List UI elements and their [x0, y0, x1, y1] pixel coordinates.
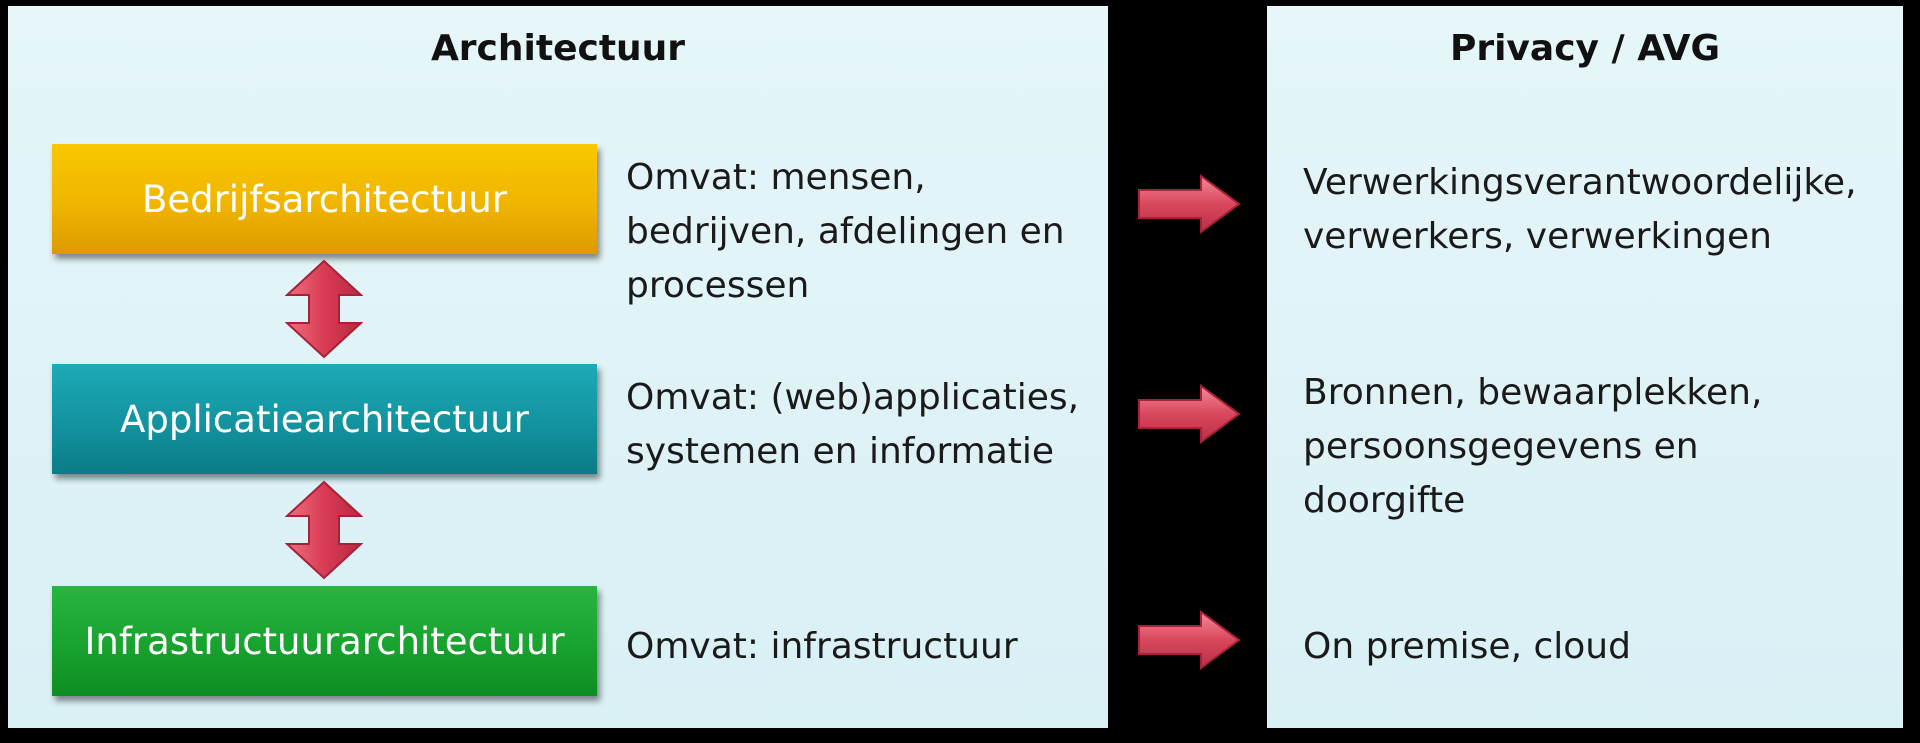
privacy-panel: Privacy / AVG Verwerkingsverantwoordelij…: [1267, 6, 1903, 728]
description-line: Omvat: mensen,: [626, 157, 926, 198]
double-arrow-icon: [285, 259, 363, 359]
description-infra: Omvat: infrastructuur: [626, 620, 1106, 674]
architecture-panel: Architectuur Bedrijfsarchitectuur Applic…: [8, 6, 1108, 728]
description-bedrijf: Omvat: mensen, bedrijven, afdelingen en …: [626, 151, 1106, 313]
privacy-line: Bronnen, bewaarplekken,: [1303, 372, 1763, 413]
architecture-title: Architectuur: [430, 28, 686, 69]
description-line: Omvat: (web)applicaties,: [626, 377, 1080, 418]
privacy-line: doorgifte: [1303, 480, 1466, 521]
double-arrow-icon: [285, 480, 363, 580]
description-line: bedrijven, afdelingen en: [626, 211, 1065, 252]
description-line: systemen en informatie: [626, 431, 1055, 472]
right-arrow-icon: [1138, 174, 1241, 234]
privacy-line: Verwerkingsverantwoordelijke,: [1303, 162, 1857, 203]
layer-infrastructuurarchitectuur: Infrastructuurarchitectuur: [52, 586, 597, 696]
privacy-item-infra: On premise, cloud: [1303, 620, 1898, 674]
privacy-title: Privacy / AVG: [1449, 28, 1721, 69]
privacy-item-bedrijf: Verwerkingsverantwoordelijke, verwerkers…: [1303, 156, 1898, 264]
privacy-line: On premise, cloud: [1303, 626, 1631, 667]
right-arrow-icon: [1138, 384, 1241, 444]
right-arrow-icon: [1138, 610, 1241, 670]
description-applicatie: Omvat: (web)applicaties, systemen en inf…: [626, 371, 1106, 479]
privacy-line: verwerkers, verwerkingen: [1303, 216, 1772, 257]
layer-applicatiearchitectuur: Applicatiearchitectuur: [52, 364, 597, 474]
layer-bedrijfsarchitectuur: Bedrijfsarchitectuur: [52, 144, 597, 254]
privacy-item-applicatie: Bronnen, bewaarplekken, persoonsgegevens…: [1303, 366, 1898, 528]
description-line: Omvat: infrastructuur: [626, 626, 1018, 667]
description-line: processen: [626, 265, 810, 306]
privacy-line: persoonsgegevens en: [1303, 426, 1699, 467]
